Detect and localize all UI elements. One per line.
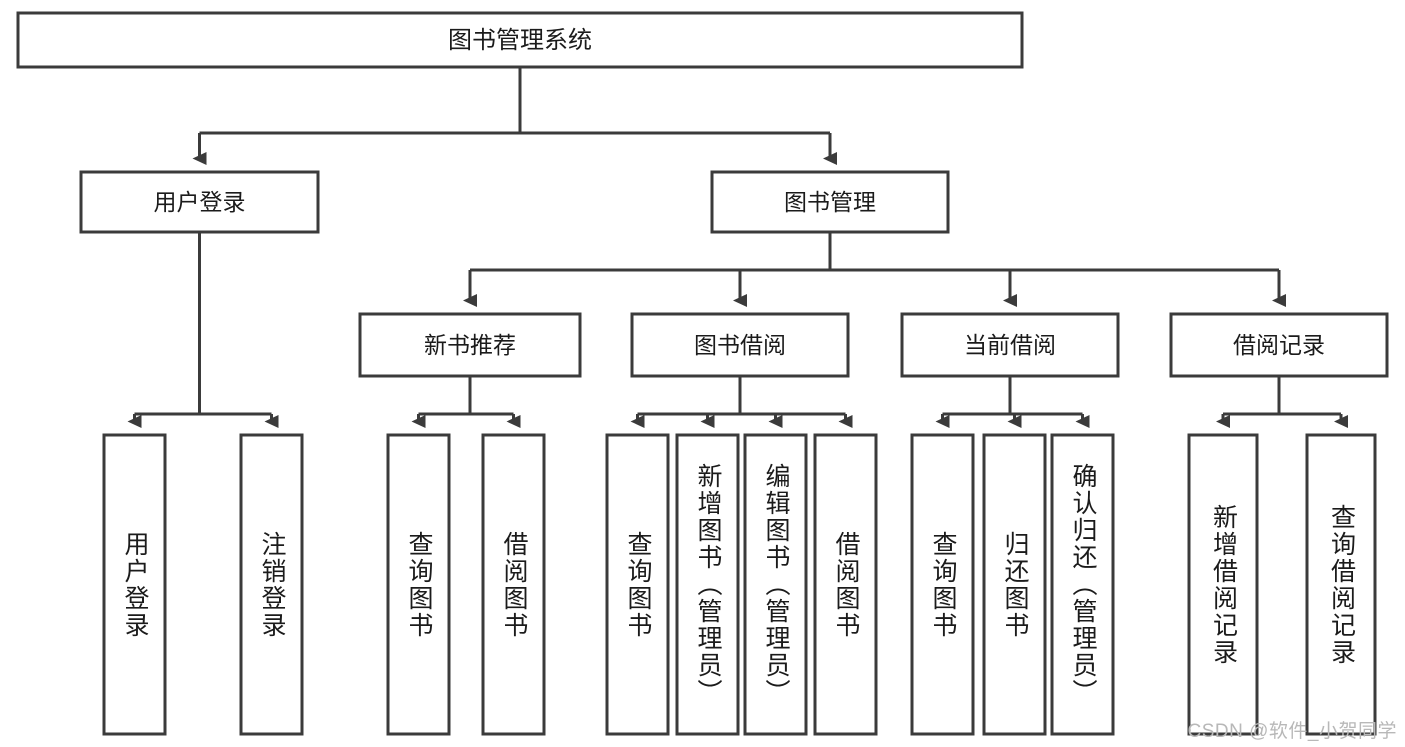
- node-new-book-recommend[interactable]: [358, 312, 582, 378]
- node-leaf-query-book-1[interactable]: [386, 433, 451, 736]
- node-leaf-edit-book[interactable]: [743, 433, 808, 736]
- node-label-book-borrow: 图书借阅: [694, 332, 786, 358]
- node-label-book-manage: 图书管理: [784, 189, 876, 215]
- node-leaf-borrow-book-2[interactable]: [813, 433, 878, 736]
- node-leaf-return-book[interactable]: [982, 433, 1047, 736]
- node-leaf-confirm-return[interactable]: [1050, 433, 1115, 736]
- node-label-root: 图书管理系统: [448, 27, 592, 54]
- node-leaf-query-book-2[interactable]: [605, 433, 670, 736]
- node-leaf-query-record[interactable]: [1305, 433, 1377, 736]
- connector-layer: [127, 67, 1348, 428]
- node-leaf-add-book[interactable]: [675, 433, 740, 736]
- watermark: CSDN @软件_小贺同学: [1187, 721, 1397, 742]
- node-leaf-logout[interactable]: [239, 433, 304, 736]
- node-leaf-add-record[interactable]: [1187, 433, 1259, 736]
- node-label-user-login: 用户登录: [154, 189, 246, 215]
- node-label-borrow-record: 借阅记录: [1233, 332, 1325, 358]
- node-book-borrow[interactable]: [630, 312, 850, 378]
- node-leaf-user-login[interactable]: [102, 433, 167, 736]
- node-current-borrow[interactable]: [900, 312, 1120, 378]
- node-borrow-record[interactable]: [1169, 312, 1389, 378]
- node-root[interactable]: [16, 11, 1024, 69]
- node-book-manage[interactable]: [710, 170, 950, 234]
- node-user-login[interactable]: [79, 170, 320, 234]
- node-leaf-query-book-3[interactable]: [910, 433, 975, 736]
- node-leaf-borrow-book-1[interactable]: [481, 433, 546, 736]
- node-label-new-book-recommend: 新书推荐: [424, 332, 516, 358]
- node-label-current-borrow: 当前借阅: [964, 332, 1056, 358]
